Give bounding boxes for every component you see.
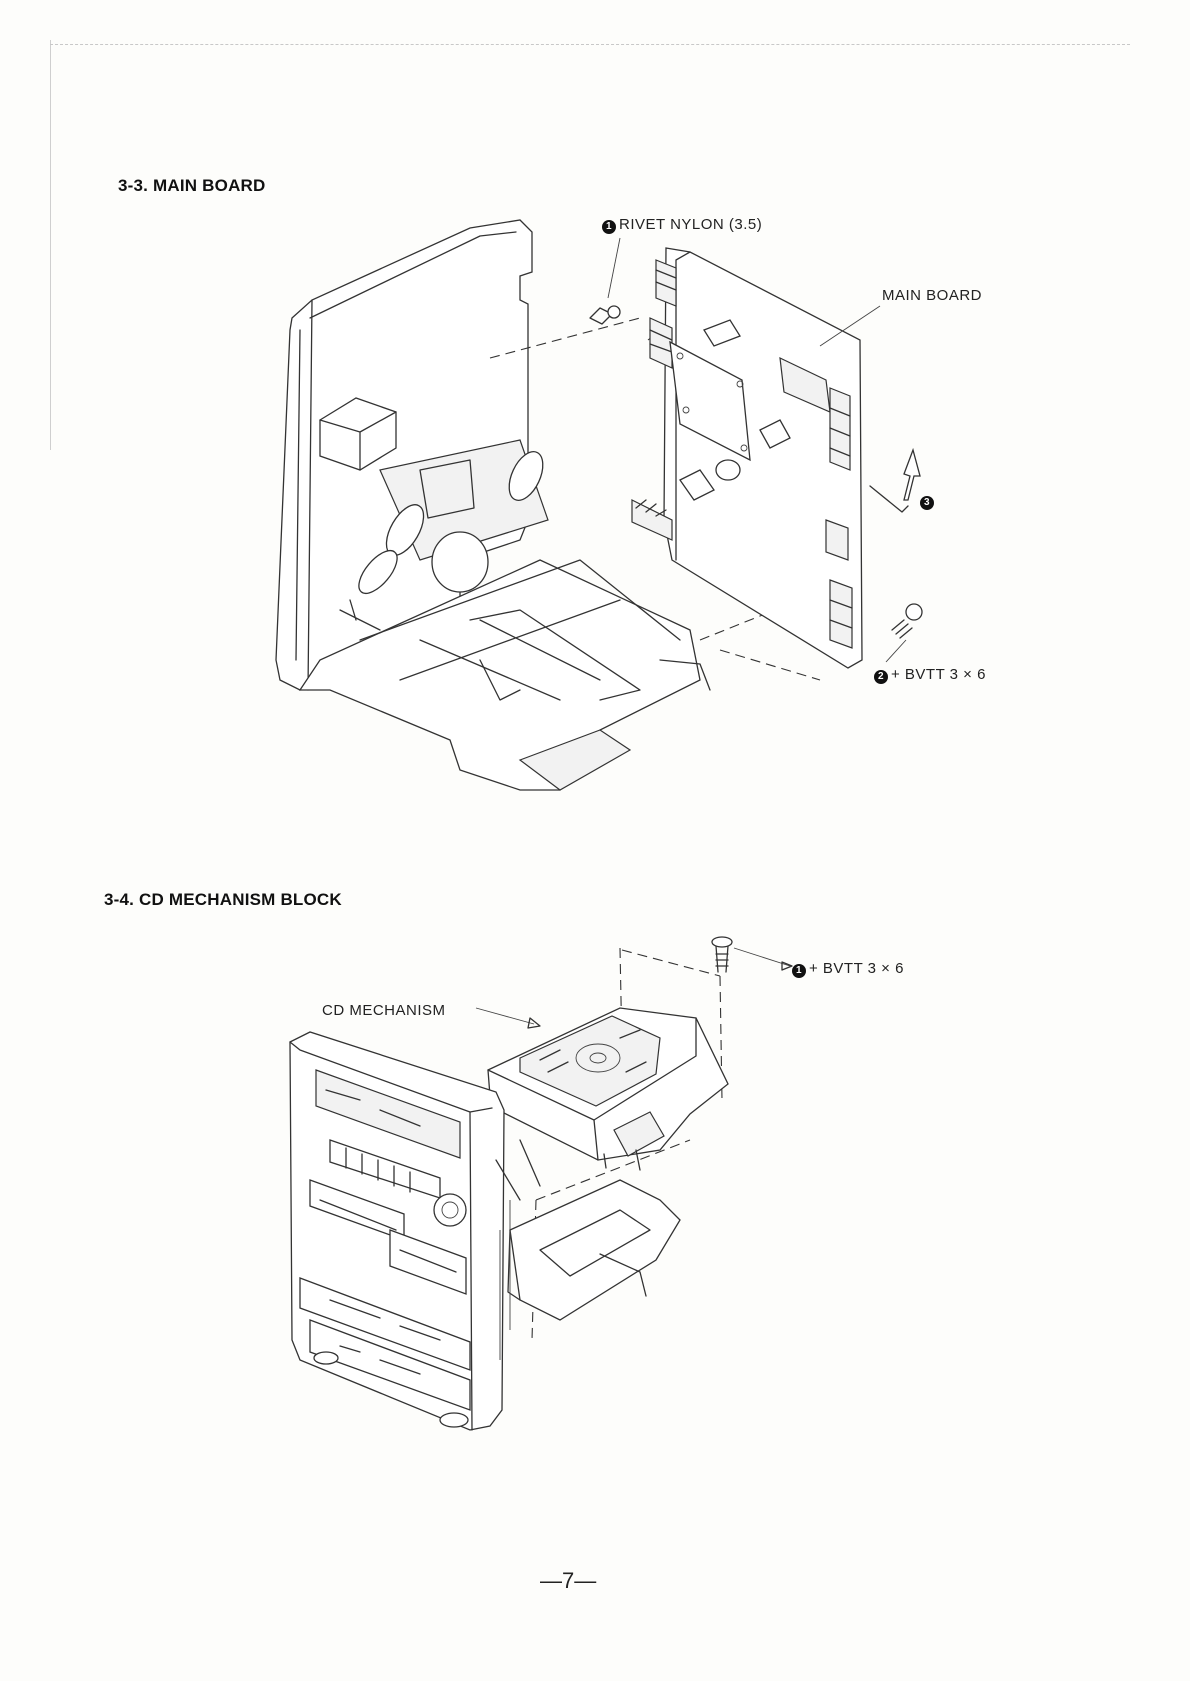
- page-number: —7—: [540, 1568, 596, 1594]
- callout-cd-mechanism: CD MECHANISM: [322, 1002, 446, 1019]
- main-board-exploded-diagram: [0, 0, 1190, 850]
- callout-main-board: MAIN BOARD: [882, 287, 982, 304]
- step-number-3-badge: 3: [920, 496, 934, 510]
- callout-screw-bvtt-text: + BVTT 3 × 6: [891, 666, 986, 683]
- cd-step-number-1-badge: 1: [792, 964, 806, 978]
- callout-cd-screw-bvtt-text: + BVTT 3 × 6: [809, 960, 904, 977]
- callout-screw-bvtt: 2+ BVTT 3 × 6: [874, 666, 986, 684]
- callout-rivet-nylon-text: RIVET NYLON (3.5): [619, 216, 762, 233]
- step-number-2-badge: 2: [874, 670, 888, 684]
- step-number-1-badge: 1: [602, 220, 616, 234]
- callout-step-3-arrow: 3: [920, 492, 937, 510]
- callout-cd-screw-bvtt: 1+ BVTT 3 × 6: [792, 960, 904, 978]
- cd-mechanism-exploded-diagram: [0, 900, 1190, 1460]
